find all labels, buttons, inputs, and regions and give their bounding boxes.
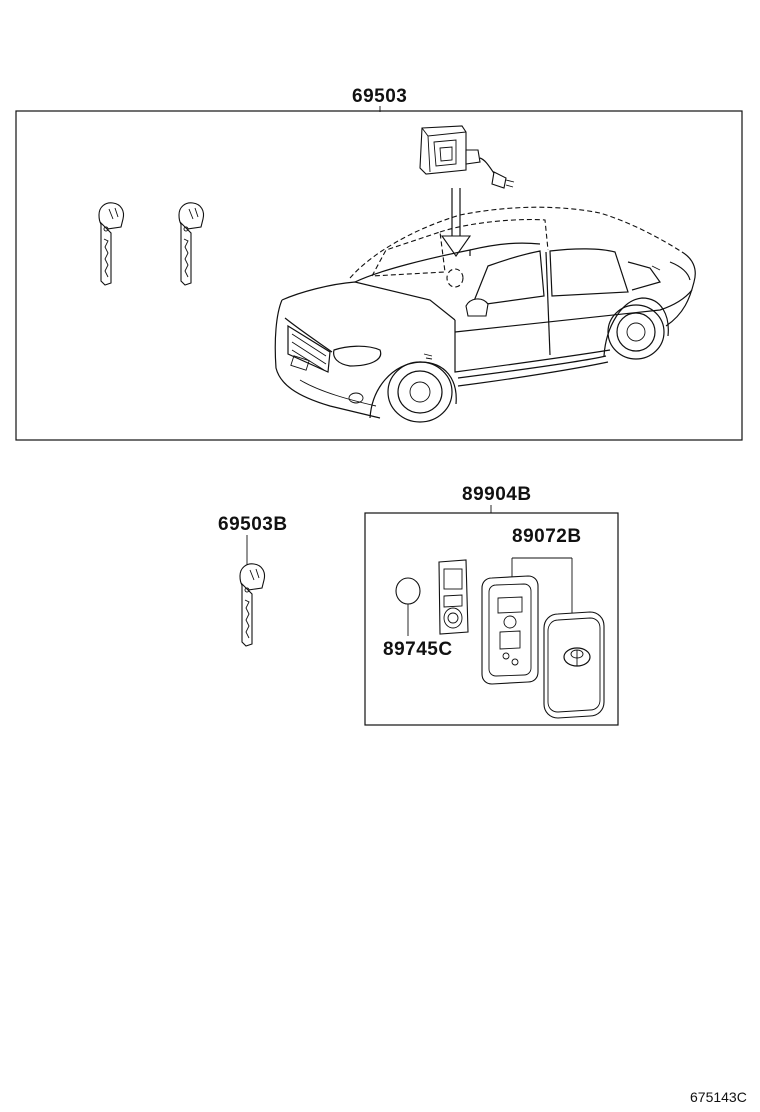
spare-key-group: 69503B — [218, 514, 288, 647]
callout-89072b-leader — [511, 557, 573, 616]
mechanical-key-2 — [178, 202, 205, 286]
callout-69503b: 69503B — [218, 514, 288, 535]
callout-69503: 69503 — [352, 86, 407, 107]
coin-battery — [395, 577, 421, 636]
smart-key-group: 89904B 89072B 89745C — [364, 484, 619, 726]
main-kit-frame — [15, 110, 743, 441]
vehicle-illustration — [274, 206, 696, 423]
key-case-inner — [481, 575, 539, 685]
callout-89072b: 89072B — [512, 526, 582, 547]
callout-89904b: 89904B — [462, 484, 532, 505]
figure-code: 675143C — [690, 1089, 747, 1105]
immobilizer-module — [419, 125, 515, 189]
transmitter-board — [438, 559, 469, 635]
install-location-arrow — [440, 188, 472, 288]
smart-key-frame — [364, 512, 619, 726]
main-kit-group: 69503 — [15, 86, 743, 441]
mechanical-key-1 — [98, 202, 125, 286]
key-case-cover — [543, 611, 605, 719]
callout-89745c: 89745C — [383, 639, 453, 660]
mechanical-key-spare — [239, 563, 266, 647]
